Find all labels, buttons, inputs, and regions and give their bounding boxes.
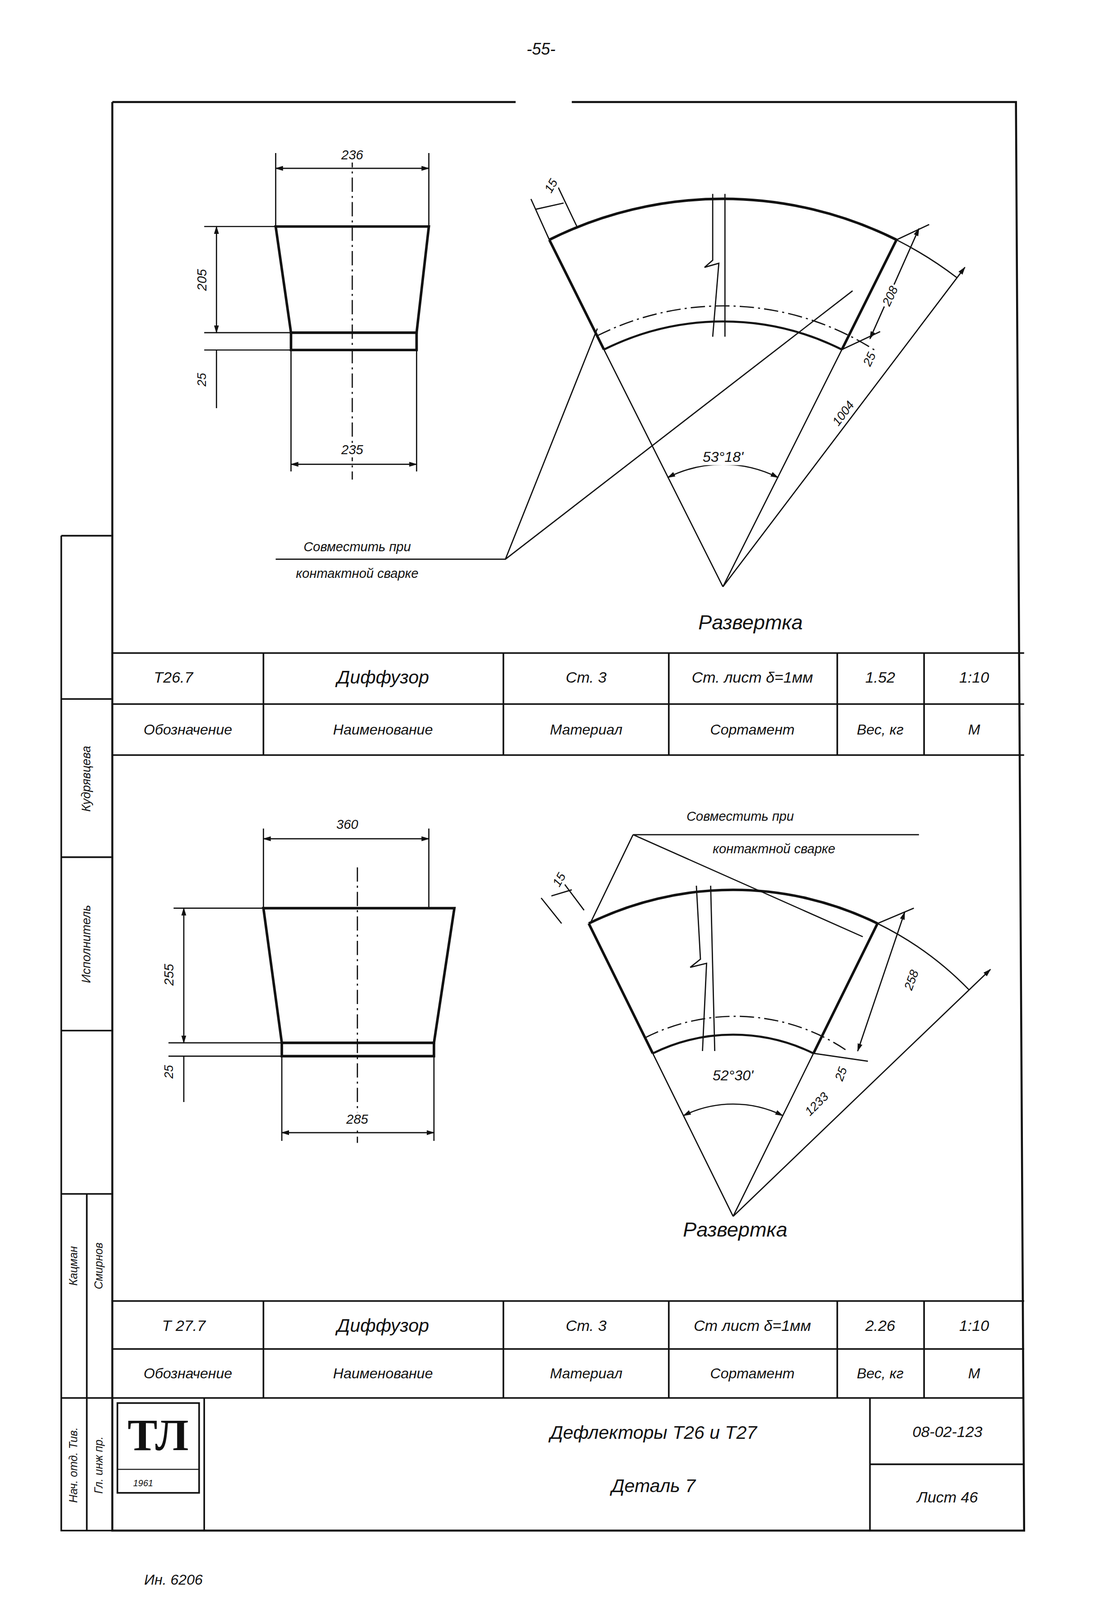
dimension: 25 <box>832 1063 851 1085</box>
dimension: 208 <box>879 282 902 311</box>
table-cell: Диффузор <box>335 667 431 688</box>
table-cell: 1:10 <box>957 1317 991 1335</box>
dimension: 15 <box>541 175 562 197</box>
table-header: Вес, кг <box>854 722 906 738</box>
signature-role: Гл. инж пр. <box>92 1435 106 1497</box>
organization-logo: ТЛ <box>125 1411 191 1461</box>
dimension: 255 <box>162 962 177 988</box>
table-cell: Ст. лист δ=1мм <box>690 669 816 686</box>
note: Совместить при <box>684 809 796 825</box>
sheet-subtitle: Деталь 7 <box>609 1476 698 1497</box>
angle-dimension: 53°18' <box>700 449 746 466</box>
note: контактной сварке <box>293 566 420 582</box>
dimension: 25 <box>162 1063 177 1081</box>
table-cell: Т 27.7 <box>160 1317 208 1335</box>
angle-dimension: 52°30' <box>710 1068 756 1084</box>
signature-name: Смирнов <box>92 1240 106 1292</box>
dimension: 235 <box>339 443 365 458</box>
dimension: 205 <box>195 267 210 293</box>
year: 1961 <box>131 1478 156 1489</box>
sheet-title: Дефлекторы Т26 и Т27 <box>548 1422 759 1444</box>
dimension: 25 <box>195 371 210 389</box>
signature-name: Кудрявцева <box>79 744 94 814</box>
table-header: Наименование <box>331 722 435 738</box>
table-cell: Ст лист δ=1мм <box>691 1317 813 1335</box>
document-number: 08-02-123 <box>910 1423 985 1441</box>
table-cell: Диффузор <box>335 1315 431 1337</box>
view-title: Развертка <box>696 611 805 635</box>
dimension: 236 <box>339 148 365 163</box>
table-header: М <box>966 722 983 738</box>
table-cell: Т26.7 <box>152 669 196 686</box>
dimension: 360 <box>334 817 360 833</box>
dimension: 258 <box>901 966 923 994</box>
view-title: Развертка <box>681 1218 789 1242</box>
signature-role: Исполнитель <box>79 903 94 985</box>
table-header: Наименование <box>331 1366 435 1382</box>
table-header: Материал <box>548 1366 625 1382</box>
table-header: Обозначение <box>141 722 234 738</box>
table-header: Обозначение <box>141 1366 234 1382</box>
table-header: Сортамент <box>708 1366 797 1382</box>
table-cell: Ст. 3 <box>564 1317 609 1335</box>
signature-name: Кацман <box>67 1244 80 1288</box>
dimension: 25 <box>860 348 880 370</box>
table-cell: 1.52 <box>863 669 897 686</box>
table-header: Сортамент <box>708 722 797 738</box>
dimension: 285 <box>344 1112 370 1128</box>
table-header: М <box>966 1366 983 1382</box>
table-header: Вес, кг <box>854 1366 906 1382</box>
table-cell: 1:10 <box>957 669 991 686</box>
table-header: Материал <box>548 722 625 738</box>
signature-role: Нач. отд. Тив. <box>67 1425 80 1506</box>
table-cell: Ст. 3 <box>564 669 609 686</box>
note: Совместить при <box>301 540 413 555</box>
table-cell: 2.26 <box>863 1317 897 1335</box>
dimension: 1233 <box>801 1088 833 1120</box>
inventory-number: Ин. 6206 <box>142 1572 205 1589</box>
sheet-number: Лист 46 <box>915 1489 980 1507</box>
note: контактной сварке <box>710 842 837 857</box>
page-number: -55- <box>524 40 558 59</box>
